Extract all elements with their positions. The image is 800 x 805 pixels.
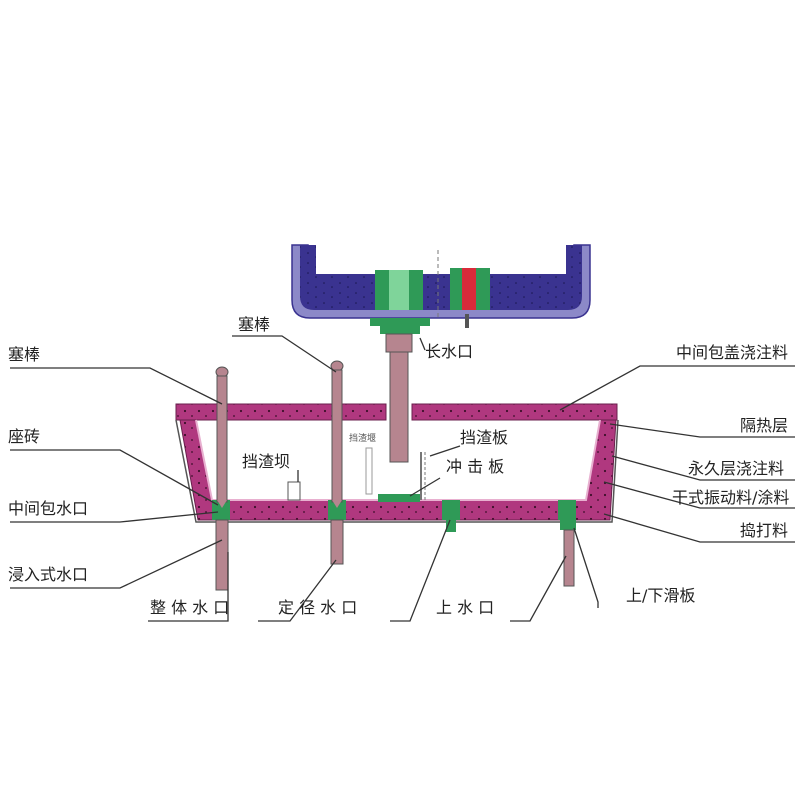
ladle-slide-gate-2: [380, 326, 420, 334]
label-long-nozzle: 长水口: [425, 342, 473, 361]
label-permanent-castable: 永久层浇注料: [688, 459, 784, 478]
label-monoblock-nozzle: 整 体 水 口: [150, 598, 229, 617]
slide-nozzle-tube: [563, 529, 575, 587]
label-submerged-nozzle: 浸入式水口: [8, 565, 88, 584]
inner-ghost-baffle: [365, 447, 373, 495]
label-impact-pad: 冲 击 板: [446, 457, 504, 476]
monoblock-nozzle-tube: [330, 519, 344, 565]
ladle-nozzle-center: [389, 270, 409, 310]
ladle-slide-gate: [370, 318, 430, 326]
stopper-rod-left-shaft: [216, 375, 228, 503]
upper-nozzle-block: [442, 500, 460, 520]
long-nozzle-head: [385, 333, 413, 353]
impact-pad: [378, 494, 420, 502]
long-nozzle-shroud: [385, 333, 413, 463]
label-slag-dam: 挡渣坝: [242, 452, 290, 471]
ladle: [291, 244, 591, 334]
label-seat-brick: 座砖: [8, 427, 40, 446]
label-ramming-mass: 捣打料: [740, 521, 788, 540]
label-stopper-rod-left: 塞棒: [8, 345, 40, 364]
seat-brick-right: [558, 500, 576, 520]
slide-gate-block: [560, 520, 576, 530]
label-slide-plate: 上/下滑板: [626, 586, 695, 605]
leader-lines: [10, 335, 795, 622]
seat-brick-left: [212, 500, 230, 520]
stopper-rod-left: [215, 366, 229, 508]
ladle-gate-pin: [465, 314, 469, 328]
label-insulation-layer: 隔热层: [740, 416, 788, 435]
long-nozzle-tube: [389, 351, 409, 463]
tundish-shell: [175, 419, 619, 523]
label-metering-nozzle: 定 径 水 口: [278, 598, 357, 617]
label-upper-nozzle: 上 水 口: [436, 598, 494, 617]
label-tundish-cover-castable: 中间包盖浇注料: [676, 343, 788, 362]
stopper-rod-mid-shaft: [331, 369, 343, 503]
label-inner-small-text: 挡渣堰: [349, 432, 376, 444]
label-stopper-rod-top: 塞棒: [238, 315, 270, 334]
tundish-cover-right: [411, 403, 618, 421]
submerged-nozzle-tube: [215, 519, 229, 591]
ladle-lining: [300, 245, 582, 310]
tundish-cover-left: [175, 403, 387, 421]
label-slag-baffle-plate: 挡渣板: [460, 428, 508, 447]
ladle-porous-plug-core: [462, 268, 476, 310]
slag-dam: [287, 481, 301, 501]
ladle-bottom-block: [316, 274, 566, 292]
label-dry-vibration-coating: 干式振动料/涂料: [672, 488, 789, 507]
stopper-rod-mid: [330, 360, 344, 508]
upper-nozzle-tube: [446, 520, 456, 532]
stopper-rod-mid-tip: [332, 500, 342, 508]
seat-brick-mid: [328, 500, 346, 520]
label-tundish-nozzle: 中间包水口: [8, 499, 88, 518]
stopper-rod-left-tip: [217, 500, 227, 508]
